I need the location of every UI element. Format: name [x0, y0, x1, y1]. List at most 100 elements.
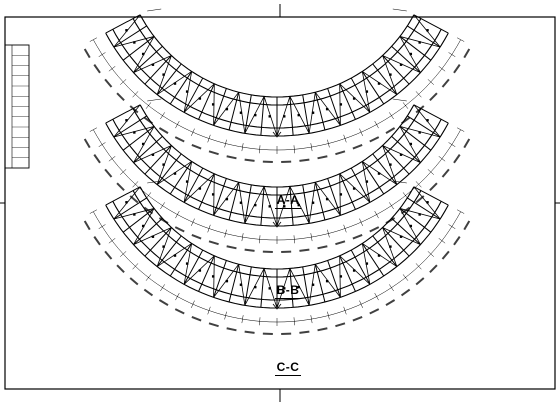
- truss-node-plate: [325, 107, 329, 111]
- dimension-tick: [415, 263, 422, 270]
- dimension-tick: [293, 235, 295, 244]
- truss-vertical: [113, 197, 147, 220]
- dimension-tick: [241, 143, 244, 152]
- truss-node-plate: [389, 73, 392, 76]
- dimension-tick: [160, 112, 165, 120]
- truss-vertical: [407, 197, 441, 220]
- truss-node-plate: [173, 172, 177, 175]
- dimension-tick: [310, 143, 313, 152]
- dimension-text-mark: [116, 264, 125, 273]
- dimension-tick: [224, 311, 227, 320]
- section-end-tag: [147, 8, 162, 12]
- dimension-tick: [327, 139, 330, 148]
- truss-vertical: [314, 92, 326, 131]
- truss-node-plate: [254, 113, 257, 117]
- truss-vertical: [372, 235, 398, 267]
- truss-vertical: [372, 153, 398, 185]
- truss-node-plate: [141, 142, 145, 146]
- truss-node-plate: [268, 115, 271, 118]
- dimension-tick: [191, 218, 195, 227]
- section-end-tag: [147, 98, 162, 102]
- dimension-tick: [259, 317, 261, 326]
- truss-node-plate: [185, 180, 189, 183]
- truss-node-plate: [268, 205, 271, 208]
- truss-node-plate: [239, 283, 243, 286]
- truss-node-plate: [211, 275, 215, 278]
- dimension-tick: [438, 238, 446, 244]
- dimension-text-mark: [335, 240, 346, 246]
- dimension-text-mark: [226, 245, 237, 250]
- truss-vertical: [183, 167, 204, 203]
- truss-node-plate: [225, 197, 229, 201]
- dimension-text-mark: [352, 315, 363, 322]
- truss-node-plate: [297, 203, 300, 207]
- dimension-tick: [191, 128, 195, 137]
- truss-node-plate: [325, 197, 329, 201]
- truss-node-plate: [418, 131, 421, 134]
- dimension-tick: [120, 79, 127, 85]
- truss-node-plate: [399, 63, 403, 66]
- truss-vertical: [244, 94, 252, 134]
- dimension-tick: [374, 292, 379, 301]
- dimension-text-mark: [453, 64, 461, 74]
- truss-node-plate: [151, 63, 155, 66]
- dimension-tick: [108, 156, 116, 162]
- section-end-tag: [392, 8, 407, 12]
- truss-node-plate: [418, 213, 421, 216]
- truss-section-c: [83, 180, 471, 336]
- dimension-text-mark: [299, 158, 310, 162]
- dimension-text-mark: [317, 327, 328, 332]
- dimension-tick: [175, 292, 180, 301]
- dimension-text-mark: [429, 264, 438, 273]
- dimension-text-mark: [208, 322, 219, 328]
- truss-vertical: [198, 83, 215, 120]
- truss-vertical: [228, 182, 240, 221]
- dimension-tick: [293, 317, 295, 326]
- dimension-tick: [132, 181, 139, 188]
- dimension-text-mark: [429, 92, 438, 101]
- dimension-tick: [259, 145, 261, 154]
- dimension-tick: [310, 233, 313, 242]
- truss-vertical: [302, 184, 310, 224]
- dimension-tick: [145, 102, 152, 109]
- truss-node-plate: [377, 254, 381, 257]
- dimension-tick: [89, 37, 97, 42]
- dimension-text-mark: [104, 78, 113, 88]
- section-end-tag: [392, 180, 407, 184]
- truss-vertical: [169, 161, 193, 195]
- dimension-tick: [359, 128, 363, 137]
- dimension-text-mark: [453, 154, 461, 164]
- truss-node-plate: [399, 235, 403, 238]
- truss-vertical: [113, 25, 147, 48]
- dimension-tick: [448, 224, 456, 229]
- dimension-tick: [457, 37, 465, 42]
- truss-node-plate: [162, 73, 165, 76]
- truss-vertical: [289, 268, 294, 308]
- truss-vertical: [244, 184, 252, 224]
- truss-vertical: [244, 266, 252, 306]
- truss-vertical: [339, 83, 356, 120]
- truss-vertical: [399, 126, 432, 151]
- dimension-tick: [145, 274, 152, 281]
- dimension-text-mark: [429, 182, 438, 191]
- dimension-tick: [207, 224, 211, 233]
- truss-vertical: [399, 36, 432, 61]
- dimension-tick: [374, 210, 379, 219]
- dimension-tick: [132, 263, 139, 270]
- truss-node-plate: [141, 52, 145, 56]
- truss-node-plate: [283, 205, 286, 208]
- truss-vertical: [314, 264, 326, 303]
- dimension-tick: [108, 238, 116, 244]
- dimension-text-mark: [174, 226, 185, 233]
- truss-node-plate: [418, 41, 421, 44]
- truss-vertical: [213, 178, 227, 216]
- truss-node-plate: [225, 107, 229, 111]
- truss-node-plate: [377, 82, 381, 85]
- truss-vertical: [350, 167, 371, 203]
- truss-vertical: [122, 208, 155, 233]
- truss-vertical: [302, 94, 310, 134]
- truss-node-plate: [365, 180, 369, 183]
- truss-vertical: [327, 88, 341, 126]
- truss-node-plate: [352, 97, 356, 100]
